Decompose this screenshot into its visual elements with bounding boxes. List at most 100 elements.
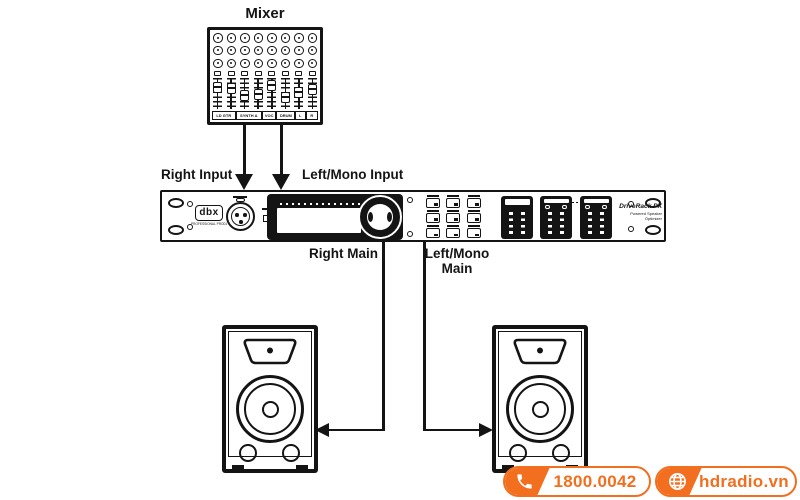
function-button [444,225,464,240]
button-micro-label [467,225,480,228]
left-speaker [222,325,318,473]
mixer-knob [267,45,277,56]
speaker-port [239,444,257,462]
lcd-tick-marks [280,202,360,205]
mixer-switch-row [210,70,320,76]
website-url: hdradio.vn [699,471,789,491]
button-micro-label [447,209,460,212]
fader-cap [226,83,236,95]
signal-line-to-left-speaker [327,428,384,431]
mixer-switch [241,70,249,76]
arrow-down-right-input [235,174,253,190]
fader-cap [253,89,263,101]
button-micro-label [427,194,439,197]
woofer-icon [236,375,304,443]
mixer-knob [280,45,290,56]
rack-ear-hole [168,225,184,235]
arrow-right-speaker [479,423,493,437]
signal-line-left-mono-input [280,125,283,176]
rta-mic-xlr-connector [226,202,255,231]
mixer-knob [213,33,223,43]
fader-cap [267,80,277,92]
mixer-fader-row [210,78,320,110]
function-button [424,194,444,209]
mixer-fader [239,78,250,110]
mixer-knob [253,33,263,43]
channel-label: LD GTR [212,111,236,121]
display-section [267,193,403,240]
website-badge[interactable]: hdradio.vn [655,466,797,497]
mixer-knob-row [210,45,320,56]
button-key [446,212,461,223]
fader-cap [280,92,290,104]
channel-label: DRUM [276,111,296,121]
right-main-label: Right Main [309,246,378,261]
dbx-logo: dbx [195,205,223,221]
mixer-fader [307,78,318,110]
mixer-fader [293,78,304,110]
mixer-switch [268,70,276,76]
screw-icon [187,201,193,207]
channel-label: SYNTH A [235,111,262,121]
mixer-switch [227,70,235,76]
mixer-knob [307,58,317,69]
mixer-knob-row [210,58,320,69]
model-subtitle: Optimizer [644,216,662,222]
meter-block-output [580,195,612,239]
channel-label: R [305,111,318,121]
mixer-switch [214,70,221,76]
function-button-grid [424,194,485,240]
rack-ear-hole [645,225,661,235]
lcd-screen [277,207,361,233]
mixer-knob [240,33,250,43]
mixer-fader [266,78,277,110]
mixer-knob [226,45,236,56]
button-key [446,197,461,208]
button-micro-label [467,209,480,212]
speaker-foot [296,465,308,470]
screw-icon [407,197,413,203]
left-mono-input-label: Left/Mono Input [302,167,404,182]
button-micro-label [467,194,480,197]
screw-icon [187,224,193,230]
mixer-knob [280,58,290,69]
mixer-knob [267,58,277,69]
button-key [466,197,481,208]
mixer-knob [213,58,223,69]
function-button [424,225,444,240]
mixer-illustration: LD GTR SYNTH A VOC DRUM L R [207,27,323,125]
mixer-knob [294,45,304,56]
mixer-switch [254,70,262,76]
mixer-knob [307,33,317,43]
tweeter-horn-icon [513,338,567,365]
signal-line-to-right-speaker [425,428,482,431]
speaker-foot [232,465,244,470]
function-button [465,209,485,224]
mixer-knob [213,45,223,56]
button-key [426,212,440,223]
woofer-icon [506,375,574,443]
speaker-foot [502,465,514,470]
rack-ear-hole [168,198,184,208]
function-button [444,209,464,224]
data-wheel [358,194,402,239]
phone-badge[interactable]: 1800.0042 [503,466,651,497]
signal-line-right-main [382,241,385,431]
rta-mic-micro-label [233,196,247,198]
right-speaker [492,325,588,473]
function-button [424,209,444,224]
button-micro-label [447,225,460,228]
mixer-fader [226,78,237,110]
right-input-label: Right Input [161,167,233,182]
speaker-port [282,444,300,462]
arrow-down-left-mono-input [272,174,290,190]
mixer-knob-rows [210,33,320,69]
mixer-switch [281,70,289,76]
button-key [466,212,481,223]
left-mono-main-label: Left/Mono Main [424,246,490,276]
mixer-knob [226,58,236,69]
mixer-knob [267,33,277,43]
mixer-knob [294,58,304,69]
function-button [465,225,485,240]
